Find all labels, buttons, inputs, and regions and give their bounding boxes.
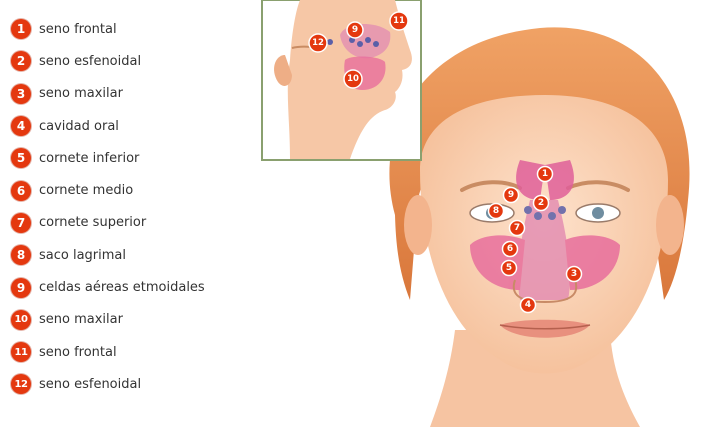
front-markers: 1 2 3 4 5 6 7 8 9 — [487, 165, 583, 314]
legend-item: 8 saco lagrimal — [11, 239, 261, 271]
svg-text:3: 3 — [571, 269, 577, 279]
marker-5: 5 — [500, 259, 518, 277]
svg-text:4: 4 — [525, 300, 531, 310]
legend-label: cornete superior — [39, 215, 147, 231]
svg-text:7: 7 — [514, 223, 520, 233]
svg-text:6: 6 — [507, 244, 513, 254]
nose-mouth — [499, 279, 591, 338]
legend-label: seno maxilar — [39, 312, 123, 328]
legend-label: seno frontal — [39, 344, 117, 360]
hair — [389, 27, 690, 300]
number-badge: 1 — [11, 19, 31, 40]
legend-item: 5 cornete inferior — [11, 142, 261, 174]
number-badge: 8 — [11, 245, 31, 266]
marker-6: 6 — [501, 240, 519, 258]
svg-text:5: 5 — [506, 263, 512, 273]
legend: 1 seno frontal 2 seno esfenoidal 3 seno max… — [11, 13, 261, 401]
legend-item: 1 seno frontal — [11, 13, 261, 45]
marker-9-inset: 9 — [346, 21, 364, 39]
number-badge: 10 — [11, 309, 31, 330]
number-badge: 3 — [11, 83, 31, 104]
svg-text:8: 8 — [493, 206, 499, 216]
marker-11: 11 — [389, 11, 409, 31]
legend-label: celdas aéreas etmoidales — [39, 280, 205, 296]
legend-item: 11 seno frontal — [11, 336, 261, 368]
svg-text:12: 12 — [312, 38, 324, 48]
number-badge: 11 — [11, 342, 31, 363]
marker-12: 12 — [308, 33, 328, 53]
number-badge: 5 — [11, 148, 31, 169]
profile-inset: 9 11 12 10 — [261, 0, 422, 161]
marker-2: 2 — [532, 194, 550, 212]
number-badge: 12 — [11, 374, 31, 395]
number-badge: 4 — [11, 116, 31, 137]
legend-label: cornete inferior — [39, 150, 140, 166]
legend-label: seno maxilar — [39, 86, 123, 102]
svg-text:1: 1 — [542, 169, 548, 179]
legend-item: 7 cornete superior — [11, 207, 261, 239]
number-badge: 6 — [11, 180, 31, 201]
legend-item: 12 seno esfenoidal — [11, 368, 261, 400]
legend-item: 2 seno esfenoidal — [11, 45, 261, 77]
marker-3: 3 — [565, 265, 583, 283]
marker-4: 4 — [519, 296, 537, 314]
svg-text:10: 10 — [347, 74, 359, 84]
legend-item: 10 seno maxilar — [11, 304, 261, 336]
legend-label: seno esfenoidal — [39, 53, 142, 69]
legend-label: seno frontal — [39, 21, 117, 37]
svg-text:2: 2 — [538, 198, 544, 208]
number-badge: 9 — [11, 277, 31, 298]
legend-item: 9 celdas aéreas etmoidales — [11, 271, 261, 303]
marker-9: 9 — [502, 186, 520, 204]
legend-label: saco lagrimal — [39, 247, 127, 263]
legend-item: 4 cavidad oral — [11, 110, 261, 142]
marker-7: 7 — [508, 219, 526, 237]
svg-text:9: 9 — [352, 25, 358, 35]
svg-text:9: 9 — [508, 190, 514, 200]
svg-text:11: 11 — [393, 16, 405, 26]
legend-label: cavidad oral — [39, 118, 119, 134]
marker-10: 10 — [343, 69, 363, 89]
marker-8: 8 — [487, 202, 505, 220]
number-badge: 7 — [11, 212, 31, 233]
marker-1: 1 — [536, 165, 554, 183]
legend-label: seno esfenoidal — [39, 376, 142, 392]
legend-item: 3 seno maxilar — [11, 78, 261, 110]
sinus-overlay — [470, 160, 620, 300]
number-badge: 2 — [11, 51, 31, 72]
legend-item: 6 cornete medio — [11, 174, 261, 206]
legend-label: cornete medio — [39, 183, 134, 199]
